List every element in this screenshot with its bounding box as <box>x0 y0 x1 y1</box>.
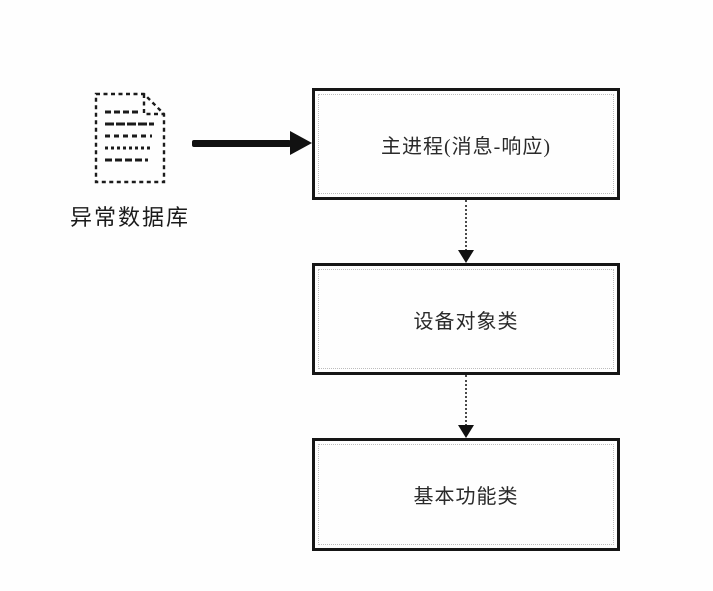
arrow-down-icon <box>458 250 474 263</box>
connector-main-to-device <box>452 200 480 263</box>
exception-database: 异常数据库 <box>55 90 205 232</box>
connector-device-to-basic <box>452 375 480 438</box>
arrow-right-icon <box>192 131 312 155</box>
box-basic-function-class: 基本功能类 <box>312 438 620 551</box>
connector-line <box>465 200 467 251</box>
database-label: 异常数据库 <box>69 205 190 230</box>
box-device-object-class-label: 设备对象类 <box>413 310 519 333</box>
box-main-process-label: 主进程(消息-响应) <box>381 135 551 158</box>
arrow-head <box>290 131 312 155</box>
connector-line <box>465 375 467 426</box>
arrow-shaft <box>192 140 291 147</box>
box-main-process: 主进程(消息-响应) <box>312 88 620 200</box>
box-device-object-class: 设备对象类 <box>312 263 620 375</box>
box-basic-function-class-label: 基本功能类 <box>413 486 519 508</box>
document-icon <box>94 92 166 184</box>
arrow-down-icon <box>458 425 474 438</box>
